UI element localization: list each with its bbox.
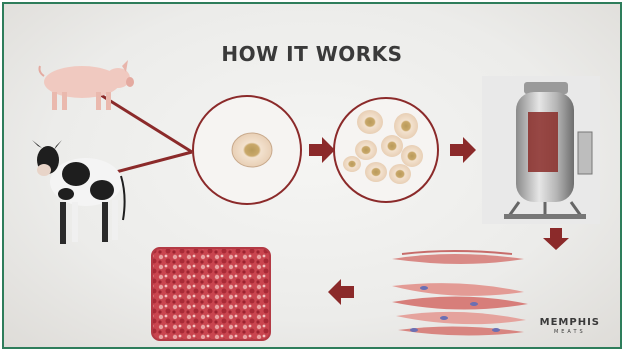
cow-image xyxy=(32,140,125,244)
brand-subtitle: MEATS xyxy=(540,329,600,335)
cow-connector-line xyxy=(116,152,192,172)
single-cell-circle xyxy=(193,96,301,204)
muscle-tissue-image xyxy=(392,251,528,336)
process-illustration xyxy=(4,4,620,347)
cell-culture-circle xyxy=(334,98,438,202)
brand-logo: MEMPHIS MEATS xyxy=(540,317,600,335)
pig-image xyxy=(40,60,135,110)
ground-meat-image xyxy=(152,248,270,340)
arrow-right-icon xyxy=(450,137,476,163)
arrow-left-icon xyxy=(328,279,354,305)
brand-name: MEMPHIS xyxy=(540,317,600,328)
bioreactor-image xyxy=(482,76,600,224)
arrow-down-icon xyxy=(543,228,569,250)
arrow-right-icon xyxy=(309,137,335,163)
